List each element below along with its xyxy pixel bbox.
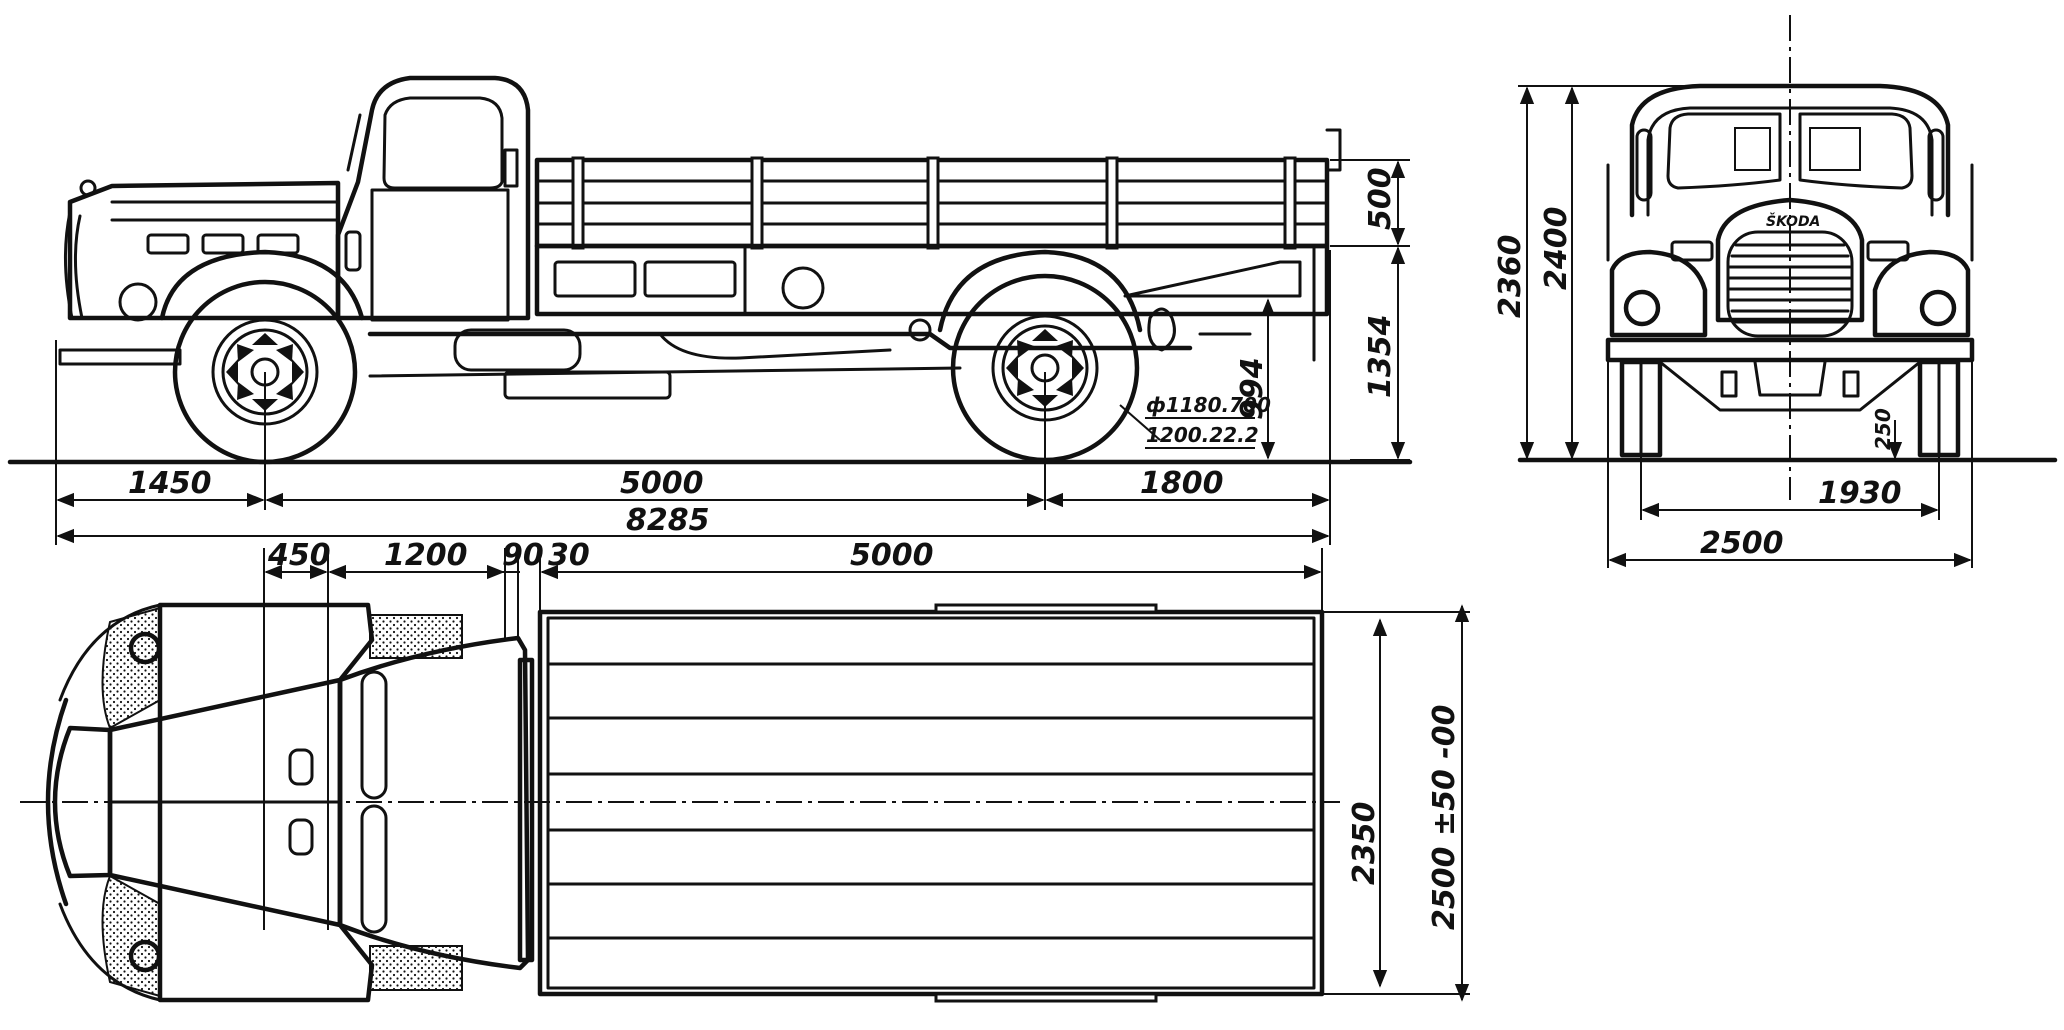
- front-grille: [1726, 230, 1854, 338]
- dim-top-90: 90: [502, 538, 544, 573]
- tyre-size-lower: 1200.22.2: [1146, 423, 1259, 447]
- front-right-headlamp: [1919, 289, 1957, 327]
- front-right-wheel: [1917, 359, 1961, 458]
- top-right-headlamp: [128, 939, 162, 973]
- dim-overall-length: 8285: [626, 503, 710, 538]
- top-left-headlamp: [128, 631, 162, 665]
- front-dimensions: 2360 2400 250 1930 2500: [1493, 85, 1973, 568]
- side-hood: [63, 179, 341, 322]
- top-cab: [337, 635, 531, 971]
- top-dimensions: 450 1200 90 30 5000 2350 2500 ±50 -00: [263, 538, 1470, 1002]
- dim-wheelbase: 5000: [620, 466, 704, 501]
- dim-body-inner-width: 2350: [1347, 802, 1382, 886]
- front-left-headlamp: [1623, 289, 1661, 327]
- front-windshield-right: [1798, 112, 1914, 190]
- front-left-wheel: [1619, 359, 1663, 458]
- side-chassis: [58, 307, 1252, 400]
- dim-overall-height: 2400: [1539, 207, 1574, 291]
- dim-body-length: 5000: [850, 538, 934, 573]
- dim-frame-height: 994: [1235, 357, 1270, 420]
- front-cab: [1629, 83, 1951, 218]
- side-view: 1450 5000 1800 8285 500 1354 994 ф1180.7…: [7, 75, 1413, 545]
- dim-top-1200: 1200: [384, 538, 468, 573]
- dim-rear-overhang: 1800: [1140, 466, 1224, 501]
- side-cab: [335, 75, 531, 322]
- side-dimensions: 1450 5000 1800 8285 500 1354 994 ф1180.7…: [55, 159, 1410, 545]
- dim-side-board-height: 500: [1363, 167, 1398, 230]
- dim-front-overhang: 1450: [128, 466, 212, 501]
- front-brand-badge: ŠKODA: [1766, 212, 1820, 230]
- front-right-fender: [1872, 249, 1971, 338]
- front-left-fender: [1609, 249, 1708, 338]
- tyre-size-upper: ф1180.700: [1146, 393, 1271, 417]
- front-windshield-left: [1666, 112, 1782, 190]
- side-front-wheel: [159, 249, 365, 465]
- top-cargo-bed: [517, 603, 1325, 1003]
- dim-body-outer-width: 2500 ±50 -00: [1427, 705, 1462, 930]
- dim-top-30: 30: [548, 538, 590, 573]
- side-cargo-platform: [534, 128, 1342, 362]
- front-hood: [1715, 197, 1865, 323]
- front-view: ŠKODA 2360 24: [1493, 15, 2058, 568]
- side-rear-wheel: [937, 249, 1143, 463]
- dim-overall-width: 2500: [1700, 526, 1784, 561]
- top-hood: [45, 602, 463, 1003]
- dim-ground-clearance: 250: [1871, 408, 1895, 450]
- dim-top-450: 450: [267, 538, 331, 573]
- dim-track: 1930: [1818, 476, 1902, 511]
- top-view: 450 1200 90 30 5000 2350 2500 ±50 -00: [20, 538, 1470, 1003]
- dim-cab-height: 2360: [1493, 235, 1528, 319]
- dim-platform-height: 1354: [1363, 315, 1398, 399]
- front-bumper: [1605, 337, 1975, 363]
